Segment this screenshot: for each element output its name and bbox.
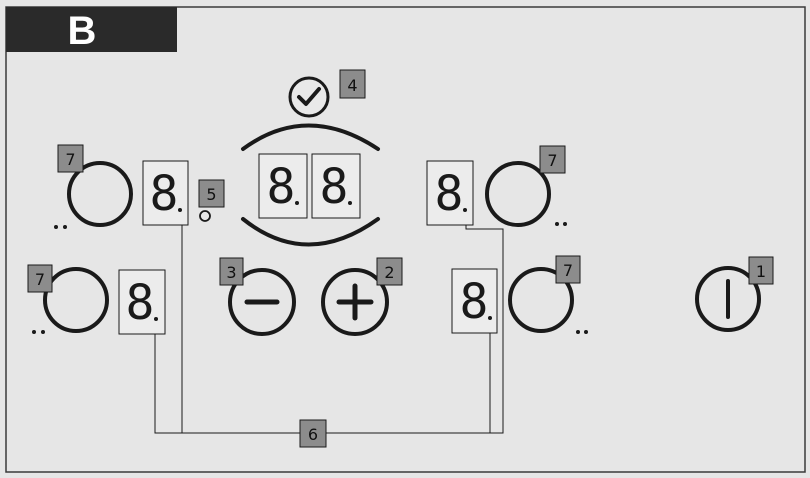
timer-indicator-light bbox=[199, 210, 211, 222]
callout-number: 7 bbox=[563, 261, 573, 280]
callout-zone-front-left: 7 bbox=[27, 264, 53, 293]
zone-rear-right[interactable] bbox=[485, 161, 567, 227]
zone-rear-left-icon[interactable] bbox=[67, 161, 133, 227]
timer-confirm-button[interactable] bbox=[288, 76, 330, 118]
display-decimal-dot bbox=[295, 201, 299, 205]
display-decimal-dot bbox=[488, 316, 492, 320]
level-dot bbox=[576, 330, 580, 334]
callout-box bbox=[57, 144, 84, 173]
zone-rear-right-icon[interactable] bbox=[485, 161, 551, 227]
zone-front-left[interactable] bbox=[32, 267, 109, 334]
callout-power: 1 bbox=[748, 256, 774, 285]
connector-front-left bbox=[154, 334, 300, 434]
display-rear-left: 8 bbox=[142, 160, 189, 226]
power-icon[interactable] bbox=[695, 266, 761, 332]
callout-minus: 3 bbox=[219, 257, 244, 286]
display-decimal-dot bbox=[463, 208, 467, 212]
callout-number: 6 bbox=[308, 425, 318, 444]
header-tab bbox=[6, 7, 177, 52]
minus-circle-icon[interactable] bbox=[228, 268, 296, 336]
callout-box bbox=[219, 257, 244, 286]
display-frame bbox=[426, 160, 474, 226]
check-circle-icon[interactable] bbox=[288, 76, 330, 118]
display-digit: 8 bbox=[126, 275, 155, 331]
callout-zone-rear-right: 7 bbox=[539, 145, 566, 174]
display-frame bbox=[451, 268, 498, 334]
callout-number: 7 bbox=[35, 270, 45, 289]
zone-rear-left[interactable] bbox=[54, 161, 133, 229]
callout-zone-front-right: 7 bbox=[555, 255, 581, 284]
callout-box bbox=[539, 145, 566, 174]
header-letter: B bbox=[68, 9, 97, 53]
display-frame bbox=[118, 269, 166, 335]
zone-display-connector-lines bbox=[154, 223, 504, 434]
display-digit: 8 bbox=[460, 274, 489, 330]
display-digit: 8 bbox=[320, 159, 349, 215]
callout-box bbox=[748, 256, 774, 285]
display-digit: 8 bbox=[267, 159, 296, 215]
callout-zone-rear-left: 7 bbox=[57, 144, 84, 173]
display-digit: 8 bbox=[150, 166, 179, 222]
level-dot bbox=[555, 222, 559, 226]
callout-timer-confirm: 4 bbox=[339, 69, 366, 99]
callout-box bbox=[376, 257, 403, 286]
display-front-right: 8 bbox=[451, 268, 498, 334]
callout-number: 4 bbox=[347, 76, 357, 95]
callout-timer-indicator: 5 bbox=[198, 179, 225, 208]
display-decimal-dot bbox=[154, 317, 158, 321]
level-dot bbox=[54, 225, 58, 229]
callout-box bbox=[198, 179, 225, 208]
callout-plus: 2 bbox=[376, 257, 403, 286]
callout-number: 7 bbox=[65, 150, 75, 169]
display-decimal-dot bbox=[178, 208, 182, 212]
display-timer-tens: 8 bbox=[258, 153, 308, 219]
display-frame bbox=[311, 153, 361, 219]
minus-button[interactable] bbox=[228, 268, 296, 336]
callout-number: 5 bbox=[206, 185, 216, 204]
display-decimal-dot bbox=[348, 201, 352, 205]
callout-number: 7 bbox=[547, 151, 557, 170]
display-digit: 8 bbox=[435, 166, 464, 222]
callout-box bbox=[339, 69, 366, 99]
zone-front-right[interactable] bbox=[508, 267, 588, 334]
zone-front-left-icon[interactable] bbox=[43, 267, 109, 333]
level-dot bbox=[63, 225, 67, 229]
display-frame bbox=[258, 153, 308, 219]
level-dot bbox=[584, 330, 588, 334]
callout-box bbox=[555, 255, 581, 284]
power-button[interactable] bbox=[695, 266, 761, 332]
plus-button[interactable] bbox=[321, 268, 389, 336]
level-dot bbox=[32, 330, 36, 334]
display-frame bbox=[142, 160, 189, 226]
zone-front-right-icon[interactable] bbox=[508, 267, 574, 333]
callout-box bbox=[27, 264, 53, 293]
display-front-left: 8 bbox=[118, 269, 166, 335]
callout-number: 1 bbox=[756, 262, 766, 281]
callout-box bbox=[299, 419, 327, 448]
timer-lower-arc bbox=[241, 217, 380, 247]
level-dot bbox=[41, 330, 45, 334]
level-dot bbox=[563, 222, 567, 226]
connector-rear-right bbox=[326, 223, 504, 434]
checkmark bbox=[297, 87, 321, 106]
display-rear-right: 8 bbox=[426, 160, 474, 226]
plus-circle-icon[interactable] bbox=[321, 268, 389, 336]
display-timer-units: 8 bbox=[311, 153, 361, 219]
callout-number: 3 bbox=[226, 263, 236, 282]
callout-zone-displays: 6 bbox=[299, 419, 327, 448]
panel-frame bbox=[5, 6, 806, 473]
timer-upper-arc bbox=[241, 123, 380, 151]
callout-number: 2 bbox=[384, 263, 394, 282]
